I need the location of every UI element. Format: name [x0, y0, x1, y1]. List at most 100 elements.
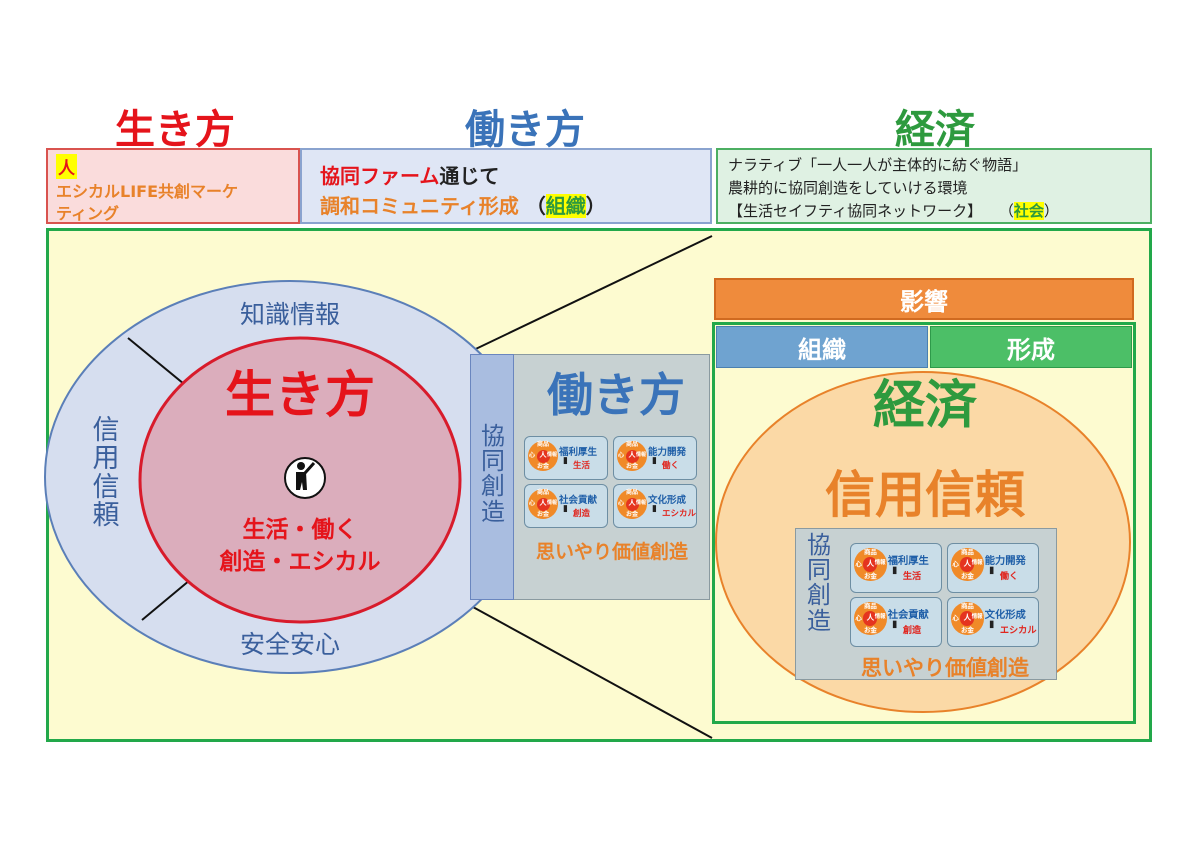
right-tile-1: 商品人心情報お金福利厚生▮生活 — [850, 543, 942, 593]
work-tile-1: 商品人心情報お金福利厚生▮生活 — [524, 436, 608, 480]
person-tag: 人 — [56, 154, 77, 179]
society-line3: 【生活セイフティ協同ネットワーク】 — [728, 202, 983, 220]
badge-core — [863, 557, 878, 572]
society-line1: ナラティブ「一人一人が主体的に紡ぐ物語」 — [728, 156, 1028, 174]
person-line2: ティング — [56, 204, 120, 223]
org-line2: 調和コミュニティ形成 — [320, 194, 519, 218]
work-panel-title: 働き方 — [547, 368, 685, 422]
tile-label: 社会貢献 — [559, 495, 598, 506]
presenter-figure-icon: ▮ — [563, 504, 568, 514]
badge-core — [536, 449, 550, 463]
work-tile-3: 商品人心情報お金社会貢献▮創造 — [524, 484, 608, 528]
badge-text-top: 商品 — [960, 601, 974, 610]
tile-label: 福利厚生 — [887, 554, 929, 567]
badge-text-center: 人 — [539, 451, 547, 459]
badge-text-bottom: お金 — [863, 572, 877, 581]
tile-sub-label: エシカル — [662, 509, 697, 519]
badge-text-top: 商品 — [626, 440, 639, 448]
person-icon-body — [296, 472, 307, 490]
heading-keizai: 経済 — [895, 107, 975, 153]
right-vertical-char-3: 創 — [807, 581, 831, 610]
badge-text-center: 人 — [866, 613, 875, 623]
presenter-figure-icon: ▮ — [989, 618, 995, 630]
presenter-figure-icon: ▮ — [892, 564, 898, 576]
badge-text-center: 人 — [628, 451, 636, 459]
value-badge-icon: 商品人心情報お金 — [528, 441, 558, 471]
value-badge-icon: 商品人心情報お金 — [528, 489, 558, 519]
badge-text-bottom: お金 — [537, 511, 550, 518]
presenter-figure-icon: ▮ — [563, 456, 568, 466]
ring-left-char-3: 信 — [92, 471, 120, 503]
right-vertical-char-1: 協 — [807, 531, 831, 559]
presenter-figure-icon: ▮ — [989, 564, 995, 576]
tile-label: 文化形成 — [984, 608, 1026, 621]
tile-label: 能力開発 — [984, 554, 1026, 567]
top-box-person: 人 エシカルLIFE共創マーケ ティング — [46, 148, 300, 224]
formation-cell: 形成 — [930, 326, 1132, 368]
work-tile-4: 商品人心情報お金文化形成▮エシカル — [613, 484, 697, 528]
tile-label: 能力開発 — [648, 447, 687, 458]
ring-label-left: 信 用 信 頼 — [88, 415, 124, 532]
badge-text-bottom: お金 — [626, 463, 639, 470]
society-highlight: 社会 — [1013, 202, 1044, 220]
work-vertical-char-1: 協 — [481, 422, 505, 450]
badge-text-top: 商品 — [863, 601, 877, 610]
badge-text-bottom: お金 — [960, 626, 974, 635]
badge-text-right: 情報 — [874, 614, 886, 621]
badge-text-top: 商品 — [537, 440, 550, 448]
badge-text-left: 心 — [855, 560, 862, 569]
top-box-society: ナラティブ「一人一人が主体的に紡ぐ物語」 農耕的に協同創造をしていける環境 【生… — [716, 148, 1152, 224]
badge-text-left: 心 — [618, 500, 625, 507]
badge-text-right: 情報 — [874, 560, 886, 567]
right-tile-4: 商品人心情報お金文化形成▮エシカル — [947, 597, 1039, 647]
ring-left-char-4: 頼 — [92, 500, 120, 532]
right-trust-title: 信用信頼 — [825, 466, 1025, 524]
badge-text-center: 人 — [963, 613, 972, 623]
right-tile-2: 商品人心情報お金能力開発▮ 働く — [947, 543, 1039, 593]
org-highlight: 組織 — [545, 194, 586, 218]
right-keizai-title: 経済 — [872, 376, 977, 436]
badge-text-bottom: お金 — [960, 572, 974, 581]
right-vertical-char-2: 同 — [807, 556, 831, 585]
badge-text-right: 情報 — [636, 500, 647, 506]
influence-bar: 影響 — [714, 278, 1134, 320]
heading-ikikata: 生き方 — [115, 107, 235, 153]
value-badge-icon: 商品人心情報お金 — [951, 548, 984, 581]
badge-core — [625, 497, 639, 511]
right-panel-footer: 思いやり価値創造 — [861, 656, 1029, 680]
badge-text-bottom: お金 — [537, 463, 550, 470]
badge-core — [960, 611, 975, 626]
org-paren-open: （ — [525, 194, 546, 218]
right-vertical-char-4: 造 — [807, 606, 831, 635]
right-tile-3: 商品人心情報お金社会貢献▮創造 — [850, 597, 942, 647]
presenter-figure-icon: ▮ — [892, 618, 898, 630]
badge-text-left: 心 — [529, 500, 536, 507]
ring-left-char-2: 用 — [92, 443, 120, 475]
badge-text-center: 人 — [539, 499, 547, 507]
tile-sub-label: 働く — [999, 570, 1019, 582]
ring-left-char-1: 信 — [92, 415, 120, 446]
badge-text-right: 情報 — [547, 452, 558, 458]
badge-text-top: 商品 — [537, 488, 550, 496]
society-line2: 農耕的に協同創造をしていける環境 — [728, 179, 968, 197]
presenter-figure-icon: ▮ — [652, 504, 657, 514]
tile-sub-label: 生活 — [573, 461, 591, 471]
right-panel-vertical: 協 同 創 造 — [804, 531, 834, 635]
value-badge-icon: 商品人心情報お金 — [617, 441, 647, 471]
heading-hatarakikata: 働き方 — [465, 107, 585, 153]
value-badge-icon: 商品人心情報お金 — [854, 601, 887, 635]
work-tile-2: 商品人心情報お金能力開発▮働く — [613, 436, 697, 480]
society-paren-close: ） — [1043, 202, 1059, 220]
work-vertical-char-4: 造 — [481, 497, 505, 526]
work-panel-vertical: 協 同 創 造 — [478, 422, 508, 526]
badge-core — [536, 497, 550, 511]
tile-sub-label: 生活 — [902, 570, 922, 582]
badge-text-center: 人 — [628, 499, 636, 507]
person-icon-arm — [303, 461, 316, 475]
tile-sub-label: エシカル — [999, 624, 1037, 636]
org-line1-a: 協同ファーム — [320, 164, 440, 188]
badge-text-left: 心 — [855, 614, 862, 623]
tile-sub-label: 創造 — [902, 624, 922, 636]
